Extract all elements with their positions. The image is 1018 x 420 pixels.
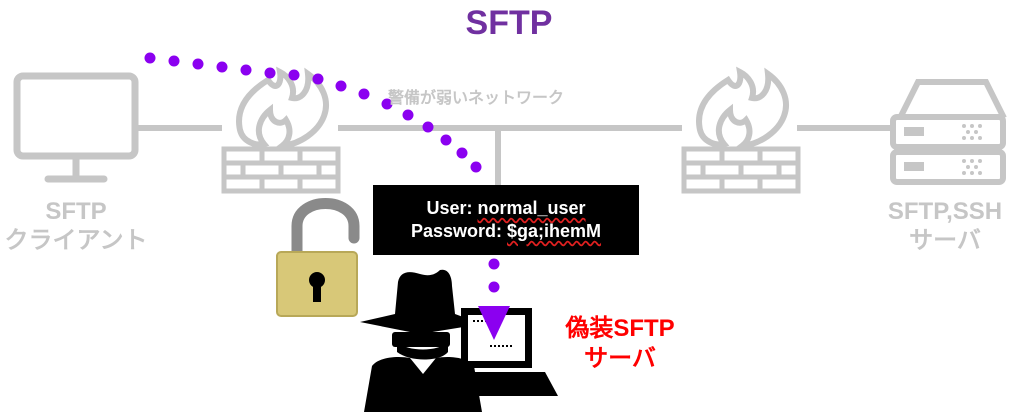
spy-icon bbox=[360, 269, 482, 412]
fake-server-label: 偽装SFTP サーバ bbox=[540, 314, 700, 374]
fake-server-line2: サーバ bbox=[584, 345, 656, 372]
client-label: SFTP クライアント bbox=[0, 197, 152, 255]
client-label-line2: クライアント bbox=[4, 227, 148, 254]
server-icon bbox=[890, 79, 1007, 185]
server-label-line2: サーバ bbox=[909, 227, 981, 254]
password-value: $ga;ihemM bbox=[507, 221, 602, 241]
padlock-icon bbox=[276, 198, 360, 317]
password-line: Password: $ga;ihemM bbox=[373, 220, 639, 243]
monitor-icon bbox=[13, 72, 139, 183]
fake-server-line1: 偽装SFTP bbox=[565, 315, 675, 342]
firewall-icon bbox=[681, 66, 801, 194]
server-label-line1: SFTP,SSH bbox=[887, 198, 1003, 225]
client-label-line1: SFTP bbox=[45, 198, 107, 225]
dotted-attack-path bbox=[144, 52, 510, 340]
diagram-title: SFTP bbox=[465, 4, 553, 42]
user-value: normal_user bbox=[477, 198, 586, 218]
network-label: 警備が弱いネットワーク bbox=[388, 90, 565, 107]
user-line: User: normal_user bbox=[373, 197, 639, 220]
user-prefix: User: bbox=[426, 198, 478, 218]
network-lines bbox=[136, 125, 890, 185]
password-prefix: Password: bbox=[410, 221, 507, 241]
credentials-box: User: normal_user Password: $ga;ihemM bbox=[373, 185, 639, 255]
server-label: SFTP,SSH サーバ bbox=[872, 197, 1018, 255]
firewall-icon bbox=[221, 66, 341, 194]
